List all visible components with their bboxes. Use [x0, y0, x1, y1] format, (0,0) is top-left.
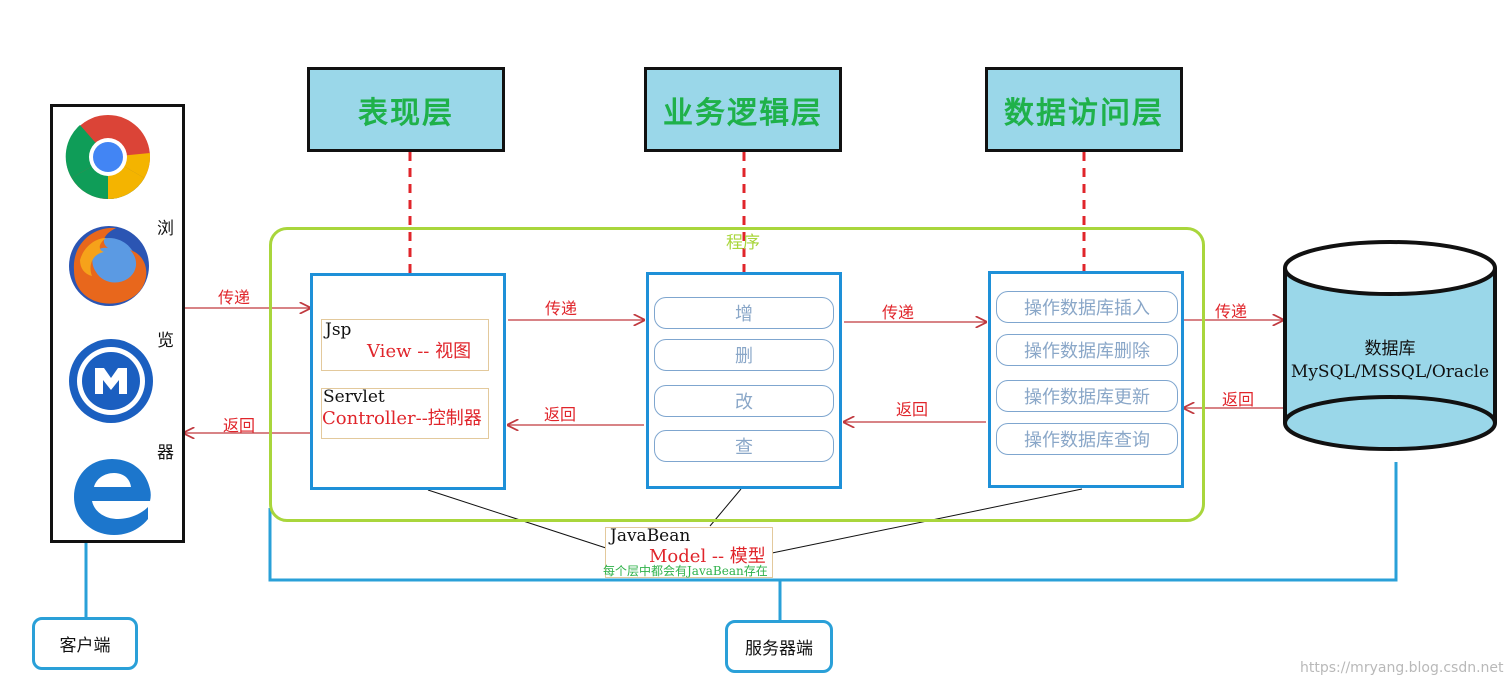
crud-query: 查	[654, 430, 834, 462]
crud-delete: 删	[654, 339, 834, 371]
jsp-view-desc: View -- 视图	[367, 341, 472, 362]
javabean-title: JavaBean	[610, 526, 691, 546]
edge-icon	[70, 455, 154, 543]
data-access-layer-box: 数据访问层	[985, 67, 1183, 152]
database-cylinder	[1283, 240, 1497, 451]
pass-label-3: 传递	[882, 303, 915, 322]
business-layer-label: 业务逻辑层	[663, 95, 823, 131]
op-delete: 操作数据库删除	[996, 334, 1178, 366]
return-label-2: 返回	[544, 405, 577, 424]
server-box: 服务器端	[725, 620, 833, 673]
crud-update: 改	[654, 385, 834, 417]
jsp-view-box	[321, 319, 489, 371]
pass-label-1: 传递	[218, 288, 251, 307]
servlet-title: Servlet	[323, 387, 385, 407]
op-update: 操作数据库更新	[996, 380, 1178, 412]
data-access-layer-label: 数据访问层	[1004, 95, 1164, 131]
watermark: https://mryang.blog.csdn.net	[1300, 660, 1504, 676]
pass-label-2: 传递	[545, 299, 578, 318]
client-box: 客户端	[32, 617, 138, 670]
browser-char-2: 览	[157, 331, 174, 351]
return-label-4: 返回	[1222, 390, 1255, 409]
presentation-layer-box: 表现层	[307, 67, 505, 152]
pass-label-4: 传递	[1215, 302, 1248, 321]
server-bracket	[268, 462, 1398, 582]
chrome-icon	[64, 113, 152, 205]
crud-add: 增	[654, 297, 834, 329]
database-title: 数据库	[1364, 339, 1416, 359]
op-insert: 操作数据库插入	[996, 291, 1178, 323]
javabean-box	[605, 527, 773, 578]
program-label: 程序	[726, 233, 760, 253]
firefox-icon	[64, 220, 154, 314]
browser-char-3: 器	[157, 443, 174, 463]
database-subtitle: MySQL/MSSQL/Oracle	[1290, 362, 1490, 382]
jsp-title: Jsp	[325, 320, 352, 340]
client-label: 客户端	[59, 636, 111, 656]
presentation-layer-label: 表现层	[358, 95, 454, 131]
server-label: 服务器端	[745, 639, 813, 659]
op-query: 操作数据库查询	[996, 423, 1178, 455]
javabean-note: 每个层中都会有JavaBean存在	[603, 564, 768, 578]
return-label-1: 返回	[223, 416, 256, 435]
javabean-desc: Model -- 模型	[649, 546, 766, 567]
business-layer-box: 业务逻辑层	[644, 67, 842, 152]
browser-char-1: 浏	[157, 219, 174, 239]
program-frame	[269, 227, 1205, 522]
servlet-controller-box	[321, 388, 489, 439]
maxthon-icon	[66, 336, 156, 430]
return-label-3: 返回	[896, 400, 929, 419]
servlet-controller-desc: Controller--控制器	[322, 408, 482, 429]
view-controller-panel	[310, 273, 506, 490]
